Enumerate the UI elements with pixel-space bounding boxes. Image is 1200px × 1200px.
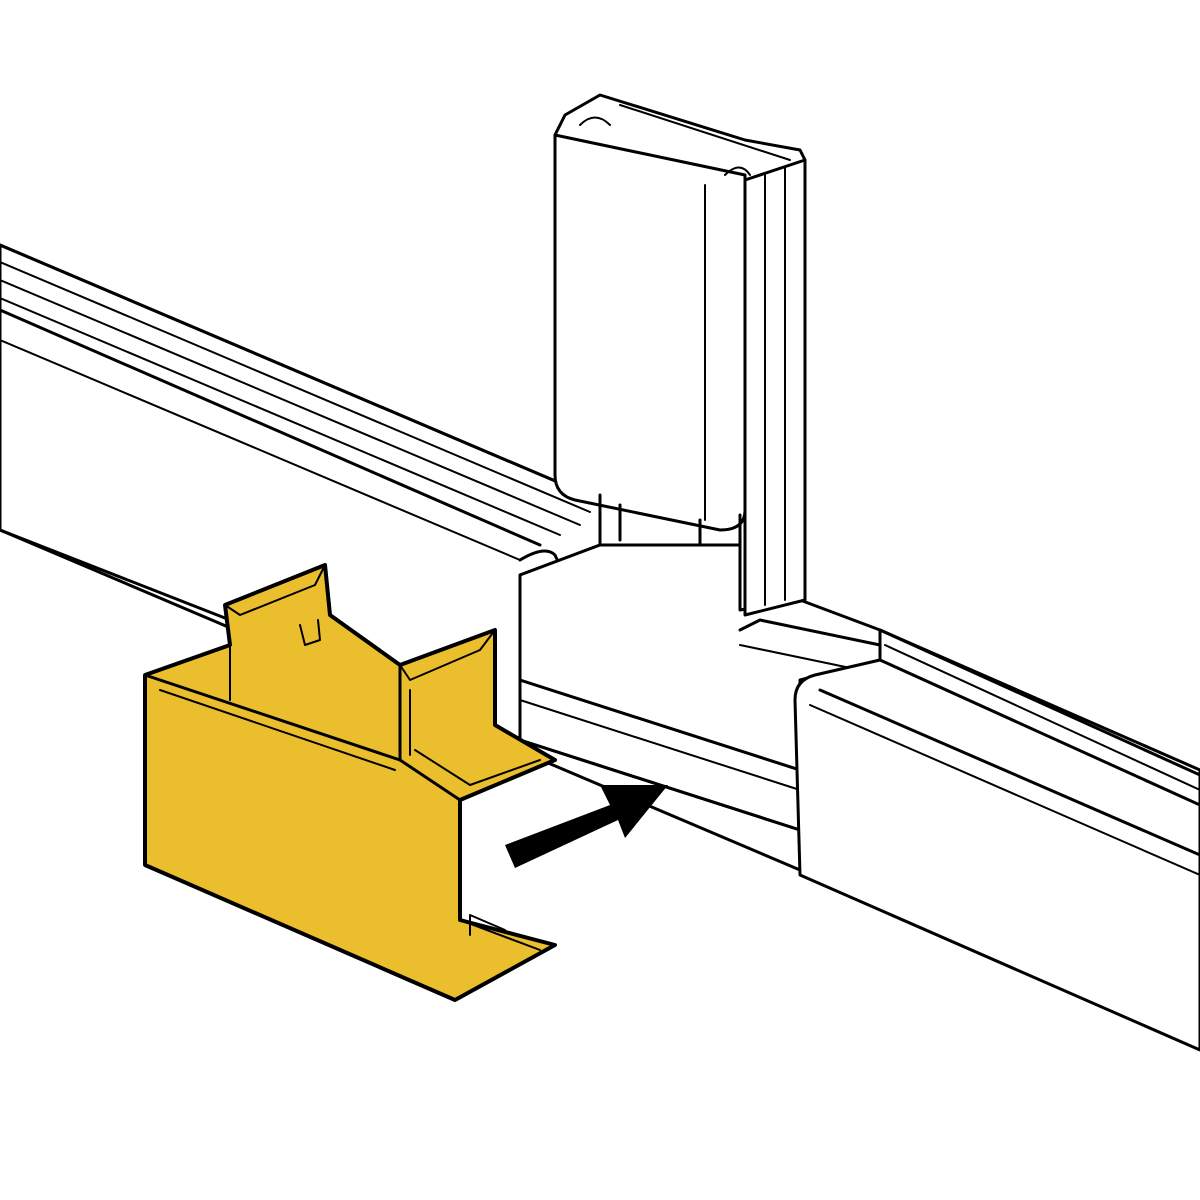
tee-cover-icon	[143, 563, 557, 1002]
trunking-vertical-icon	[553, 93, 807, 617]
trunking-right-icon	[793, 628, 1200, 1052]
arrow-icon	[505, 785, 668, 868]
